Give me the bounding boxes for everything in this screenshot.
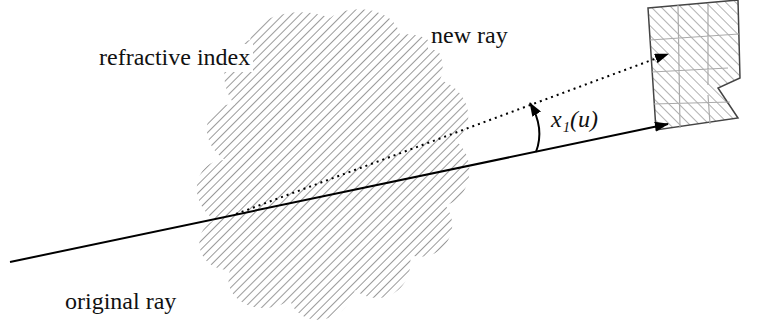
deviation-arrow <box>530 103 539 152</box>
original-ray <box>10 124 668 262</box>
deviation-label: x₁(u) <box>548 106 601 134</box>
region-label: refractive index <box>96 44 253 72</box>
target-object <box>648 0 740 130</box>
ray-label: new ray <box>428 22 511 50</box>
ray-label: original ray <box>62 288 179 316</box>
new-ray <box>236 54 668 214</box>
